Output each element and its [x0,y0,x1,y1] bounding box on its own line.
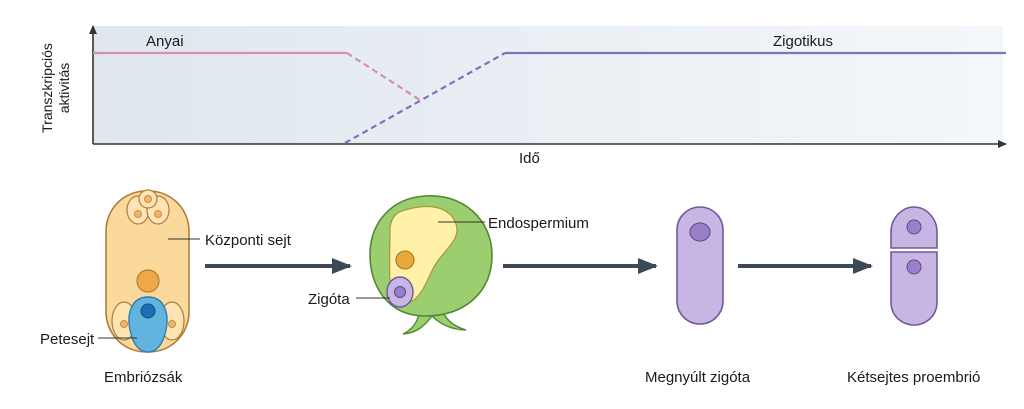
central-cell-label: Központi sejt [205,232,292,249]
zygote-nucleus [394,286,406,298]
maternal-line-decline [346,52,421,101]
embryo-sac-caption: Embriózsák [104,369,183,386]
zygotic-label: Zigotikus [773,33,833,50]
graph-background [93,26,1003,144]
elongated-zygote-nucleus [689,222,711,242]
antipodal-nucleus-right [154,210,162,218]
y-axis-label-line2: aktivitás [56,63,72,114]
antipodal-nucleus-left [134,210,142,218]
synergid-nucleus-right [168,320,176,328]
antipodal-nucleus-top [144,195,152,203]
fertilized-ovule: Endospermium Zigóta [308,195,589,335]
apical-nucleus [906,219,922,235]
synergid-nucleus-left [120,320,128,328]
maternal-label: Anyai [146,33,184,50]
x-axis-label: Idő [519,150,540,167]
egg-cell-label: Petesejt [40,331,95,348]
endosperm-label: Endospermium [488,215,589,232]
basal-nucleus [906,259,922,275]
y-axis-label-line1: Transzkripciós [39,43,55,133]
egg-nucleus [140,303,156,319]
polar-nucleus [136,269,160,293]
basal-cell [890,251,938,326]
zygotic-line-rise [344,52,506,144]
zygote-label: Zigóta [308,291,350,308]
elongated-zygote: Megnyúlt zigóta [645,206,751,386]
two-cell-proembryo: Kétsejtes proembrió [847,206,980,386]
two-cell-caption: Kétsejtes proembrió [847,369,980,386]
endosperm-nucleus [395,250,415,270]
elongated-zygote-cell [676,206,724,325]
transcription-graph: Anyai Zigotikus Idő Transzkripciós aktiv… [39,25,1007,167]
egg-cell [128,296,168,353]
embryo-sac: Központi sejt Petesejt Embriózsák [40,189,292,386]
elongated-zygote-caption: Megnyúlt zigóta [645,369,751,386]
